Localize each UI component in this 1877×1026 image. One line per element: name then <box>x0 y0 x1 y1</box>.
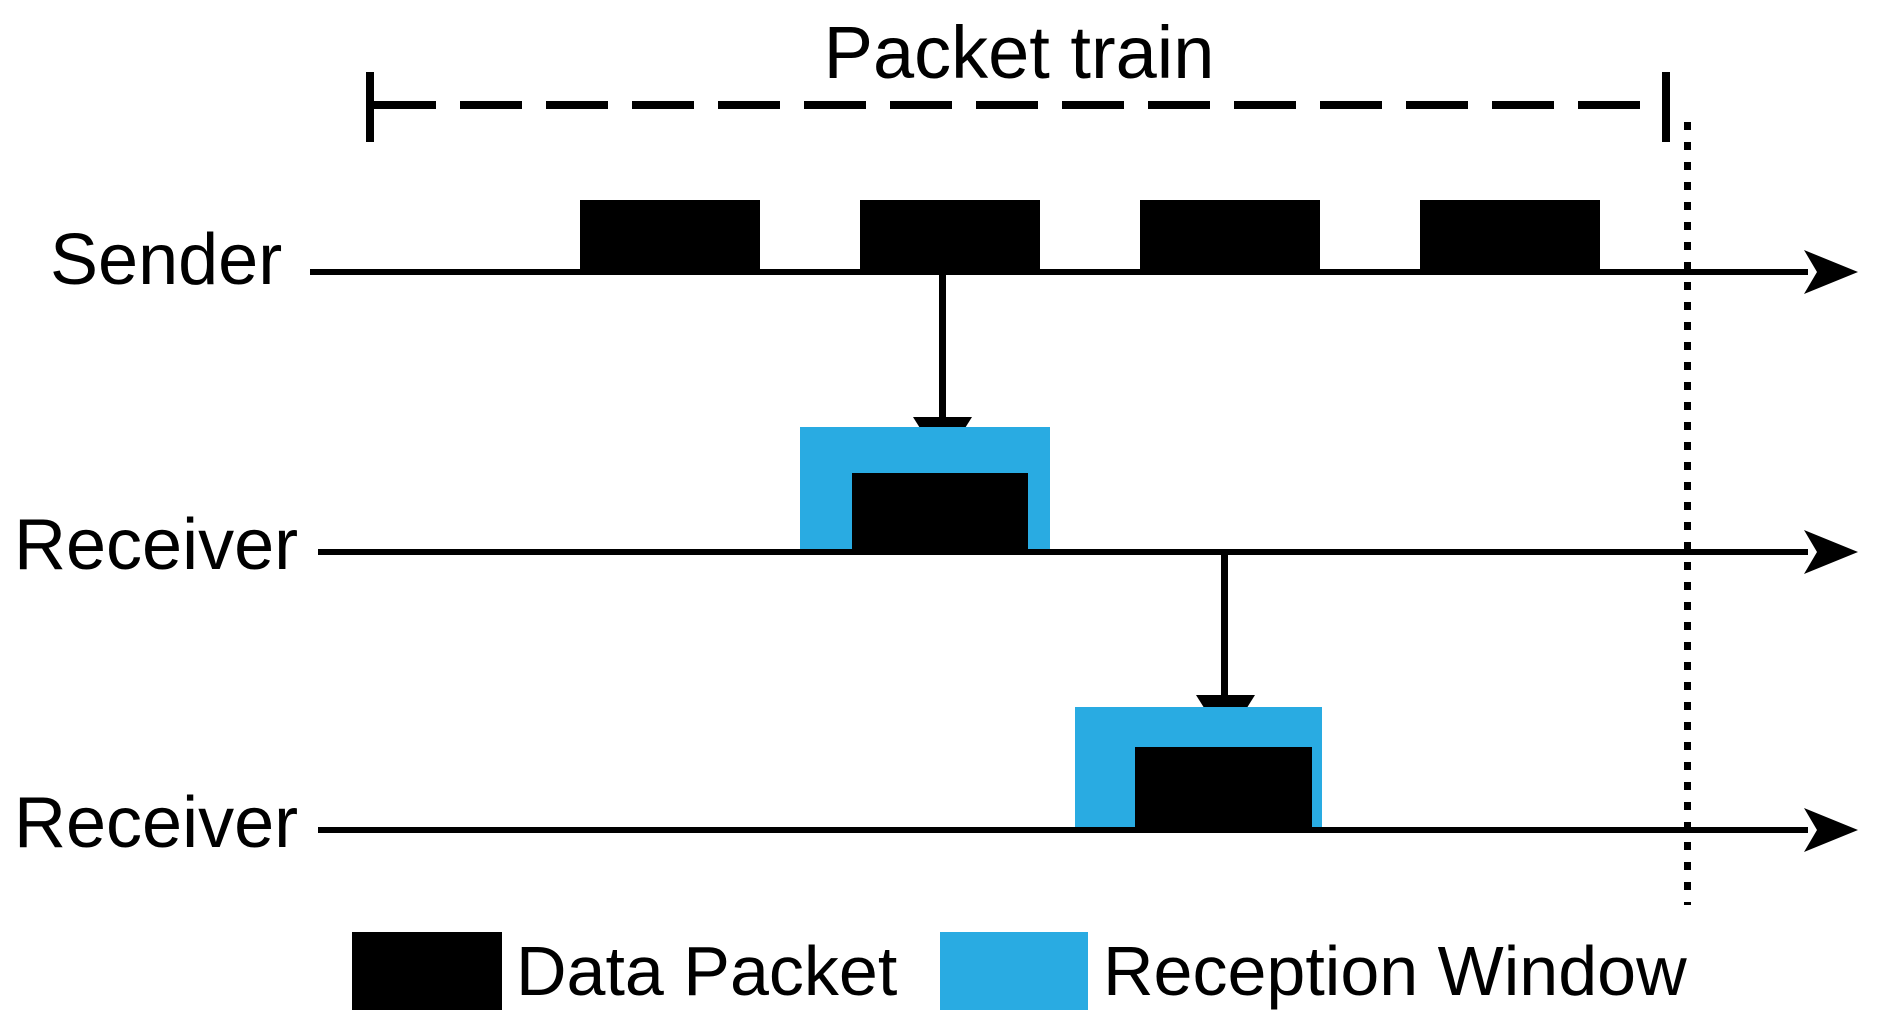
sender-data-packet-1 <box>580 200 760 272</box>
lane-label-receiver-1: Receiver <box>14 505 299 585</box>
legend-reception-window-swatch <box>940 932 1088 1010</box>
sender-timeline <box>310 269 1808 275</box>
receiver-1-timeline <box>318 549 1808 555</box>
delivery-arrow-2-stem <box>1221 555 1228 697</box>
sender-data-packet-4 <box>1420 200 1600 272</box>
receiver-2-timeline-arrowhead-icon <box>1804 808 1858 852</box>
train-end-dotted-line <box>1684 122 1691 905</box>
sender-data-packet-3 <box>1140 200 1320 272</box>
train-span-left-tick <box>366 72 374 142</box>
diagram-title: Packet train <box>823 11 1215 94</box>
legend-data-packet-swatch <box>352 932 502 1010</box>
delivery-arrow-1-stem <box>939 275 946 418</box>
received-data-packet-2 <box>1135 747 1312 827</box>
lane-label-receiver-2: Receiver <box>14 783 299 863</box>
sender-timeline-arrowhead-icon <box>1804 250 1858 294</box>
sender-data-packet-2 <box>860 200 1040 272</box>
legend-reception-window-label: Reception Window <box>1103 932 1687 1010</box>
train-span-dashed-line <box>374 101 1662 109</box>
lane-label-sender: Sender <box>50 220 283 300</box>
receiver-1-timeline-arrowhead-icon <box>1804 530 1858 574</box>
received-data-packet-1 <box>852 473 1028 549</box>
train-span-right-tick <box>1662 72 1670 142</box>
legend-data-packet-label: Data Packet <box>516 932 898 1010</box>
receiver-2-timeline <box>318 827 1808 833</box>
